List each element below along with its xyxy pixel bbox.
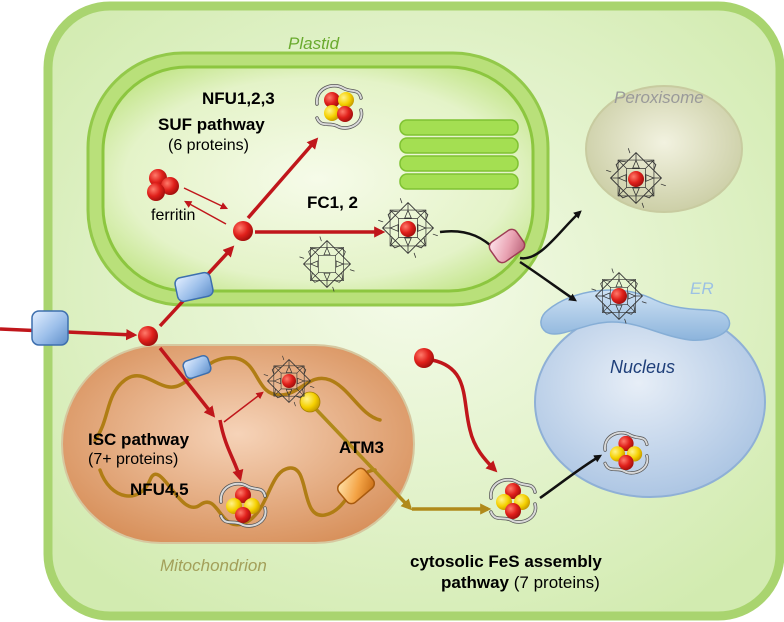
plastid-organelle	[86, 51, 550, 307]
cytosolic-pathway-line2: pathway (7 proteins)	[441, 573, 600, 592]
cytosolic-protein-count: (7 proteins)	[509, 573, 600, 592]
suf-pathway-label: SUF pathway	[158, 115, 265, 134]
fes-cluster-mito	[219, 481, 268, 528]
plastid-label: Plastid	[288, 34, 340, 53]
plastid-heme-exporter	[488, 228, 526, 264]
cytosolic-pathway-word: pathway	[441, 573, 510, 592]
fes-cluster-plastid	[315, 83, 364, 130]
ferritin-cluster	[147, 169, 179, 201]
sulfur-atom-mito	[299, 391, 321, 413]
atm3-label: ATM3	[339, 438, 385, 457]
iron-import-arrows	[0, 137, 498, 482]
nucleus-organelle	[534, 306, 766, 498]
fes-cluster-nucleus	[603, 431, 650, 475]
mitochondrion-label: Mitochondrion	[160, 556, 267, 575]
iron-atom-cytosol-free	[414, 348, 434, 368]
cytosolic-pathway-line1: cytosolic FeS assembly	[410, 552, 602, 571]
heme-mito-iron	[282, 374, 296, 388]
plasma-membrane-transporter	[31, 310, 69, 346]
isc-pathway-label: ISC pathway	[88, 430, 190, 449]
er-organelle	[540, 289, 731, 341]
fes-cluster-cytosol	[489, 477, 538, 524]
er-label: ER	[690, 279, 714, 298]
mitochondrion-organelle	[61, 344, 415, 544]
thylakoid-stack	[399, 119, 519, 190]
mito-transporter	[182, 354, 212, 380]
heme-plastid-iron	[400, 221, 416, 237]
ferritin-label: ferritin	[151, 207, 196, 224]
heme-er-iron	[611, 288, 627, 304]
heme-peroxisome-iron	[628, 171, 644, 187]
atm3-transporter	[336, 467, 376, 505]
nfu123-label: NFU1,2,3	[202, 89, 275, 108]
peroxisome-label: Peroxisome	[614, 88, 704, 107]
suf-protein-count: (6 proteins)	[168, 137, 249, 154]
fc12-label: FC1, 2	[307, 193, 359, 212]
nucleus-label: Nucleus	[610, 357, 676, 377]
atm3-export-arrows	[310, 403, 492, 515]
isc-protein-count: (7+ proteins)	[88, 451, 179, 468]
iron-atom-cytosol	[138, 326, 158, 346]
plastid-envelope-transporter	[174, 271, 214, 303]
iron-atom-plastid	[233, 221, 253, 241]
ferritin-exchange-arrows	[183, 187, 264, 423]
nfu45-label: NFU4,5	[130, 480, 189, 499]
